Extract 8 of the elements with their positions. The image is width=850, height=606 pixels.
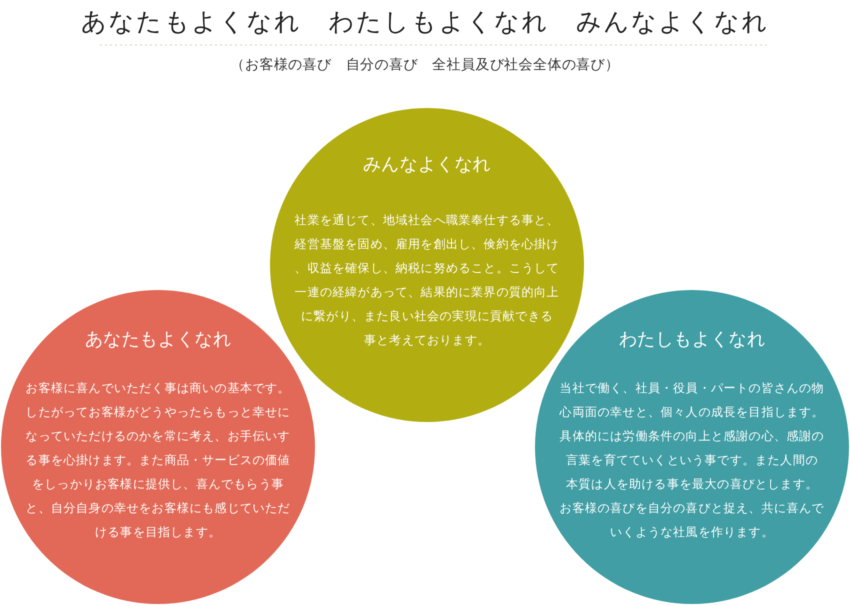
circle-heading: みんなよくなれ <box>362 153 492 177</box>
circle-heading: あなたもよくなれ <box>84 328 232 352</box>
subtitle: （お客様の喜び 自分の喜び 全社員及び社会全体の喜び） <box>230 56 620 75</box>
circle-text: お客様に喜んでいただく事は商いの基本です。したがってお客様がどうやったらもっと幸せになっていただけるのかを常に考え、お手伝いする事を心掛けます。また商品・サービスの価値をしっかりお客様に提供し、喜んでもらう事と、自分自身の幸せをお客様にも感じていただける事を目指します。 <box>24 380 292 541</box>
title: あなたもよくなれ わたしもよくなれ みんなよくなれ <box>81 6 769 38</box>
circle-text: 当社で働く、社員・役員・パートの皆さんの物心両面の幸せと、個々人の成長を目指します。具体的には労働条件の向上と感謝の心、感謝の言葉を育てていくという事です。また人間の本質は人を助ける事を最大の喜びとします。お客様の喜びを自分の喜びと捉え、共に喜んでいくような社風を作ります。 <box>558 380 826 541</box>
circle-text: 社業を通じて、地域社会へ職業奉仕する事と、経営基盤を固め、雇用を創出し、倹約を心掛け、収益を確保し、納税に努めること。こうして一連の経緯があって、結果的に業界の質的向上に繋がり、また良い社会の実現に貢献できる事と考えております。 <box>294 212 560 349</box>
circle-heading: わたしもよくなれ <box>618 328 766 352</box>
